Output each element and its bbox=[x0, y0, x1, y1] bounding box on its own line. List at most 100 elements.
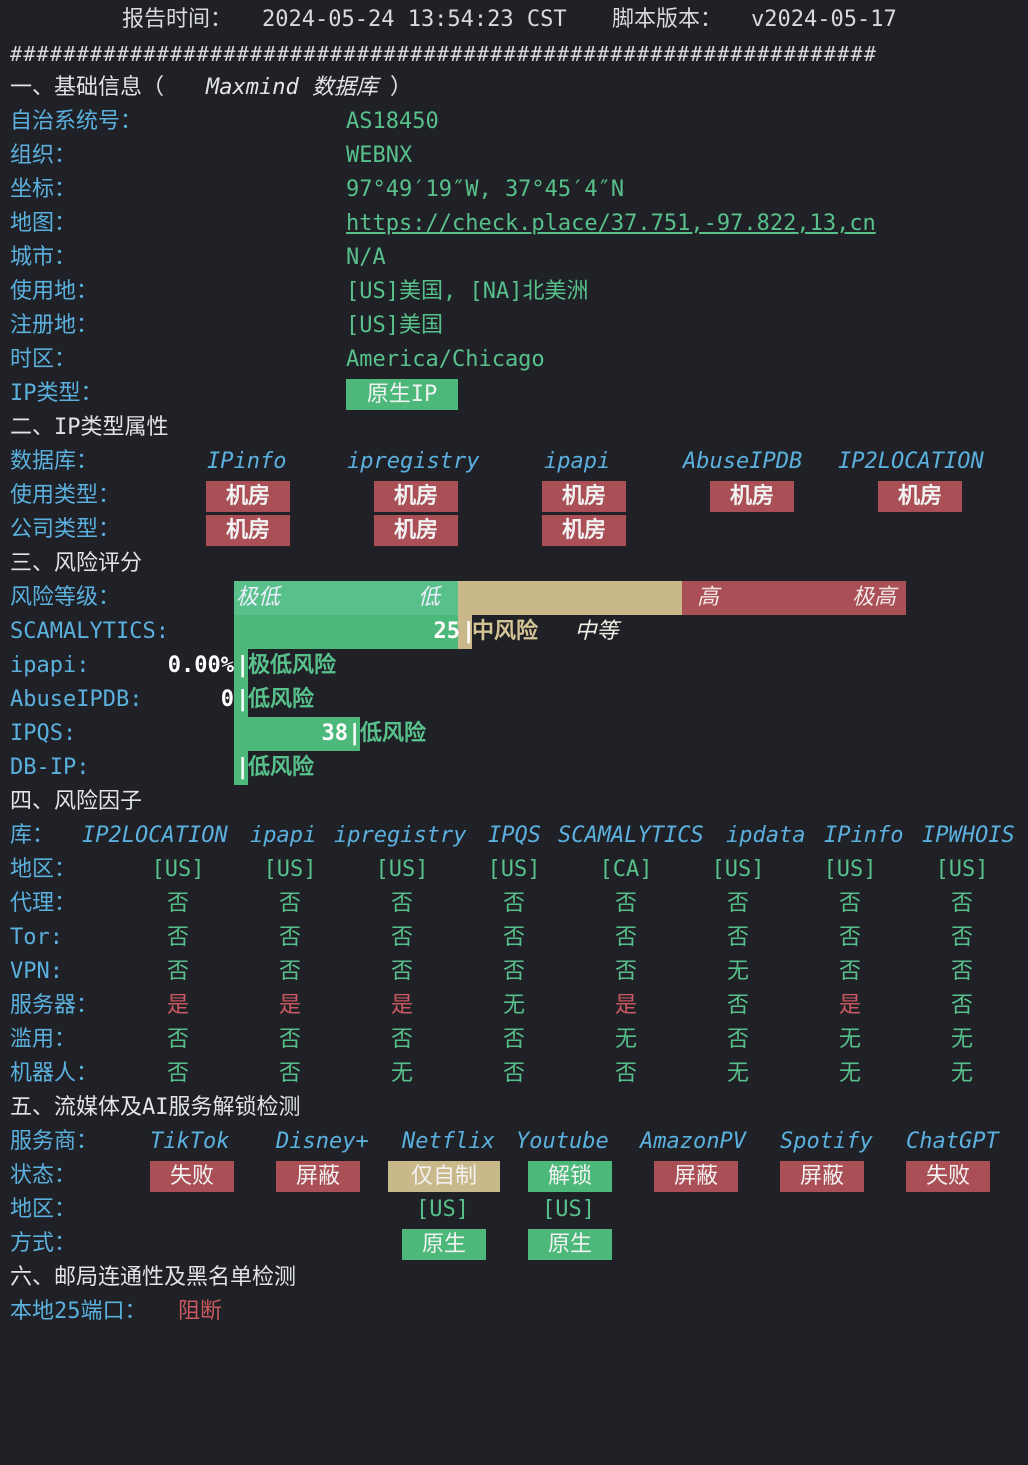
risk-level-row: 风险等级： 极低 低 中等 高 极高 bbox=[0, 581, 1028, 644]
factor-label: 滥用： bbox=[10, 1027, 77, 1052]
db-ipapi: ipapi bbox=[544, 449, 611, 474]
port25-row: 本地25端口： 阻断 bbox=[0, 1295, 1028, 1329]
section1-db-name: Maxmind 数据库 bbox=[206, 75, 378, 100]
port25-status: 阻断 bbox=[178, 1299, 223, 1324]
usage-badge: 机房 bbox=[878, 481, 962, 512]
factor-value: 否 bbox=[166, 925, 189, 950]
hash-divider: ########################################… bbox=[10, 42, 878, 66]
factor-value: [US] bbox=[151, 857, 205, 882]
factor-label: 地区： bbox=[10, 857, 77, 882]
provider-amazonpv: AmazonPV bbox=[640, 1129, 746, 1154]
factor-value: [CA] bbox=[599, 857, 653, 882]
score-value: 38 bbox=[321, 721, 349, 746]
port25-label: 本地25端口： bbox=[10, 1299, 147, 1324]
factor-value: 否 bbox=[838, 925, 861, 950]
db-ipregistry: ipregistry bbox=[347, 449, 480, 474]
status-badge-spotify: 屏蔽 bbox=[780, 1161, 864, 1192]
provider-tiktok: TikTok bbox=[150, 1129, 230, 1154]
usage-badge: 机房 bbox=[710, 481, 794, 512]
score-verdict: 中风险 bbox=[472, 619, 539, 644]
lib-name: SCAMALYTICS bbox=[558, 823, 704, 848]
info-label: IP类型： bbox=[10, 381, 103, 406]
factor-value: 否 bbox=[166, 891, 189, 916]
factor-value: 是 bbox=[838, 993, 861, 1018]
factor-value: 否 bbox=[390, 959, 413, 984]
section2-title: 二、IP类型属性 bbox=[0, 411, 1028, 445]
score-value: 0 bbox=[220, 687, 234, 712]
factor-row-proxy: 代理：否否否否否否否否 bbox=[0, 887, 1028, 921]
usage-type-row: 使用类型： 机房 机房 机房 机房 机房 bbox=[0, 479, 1028, 513]
section6-title: 六、邮局连通性及黑名单检测 bbox=[0, 1261, 1028, 1295]
factor-label: 机器人： bbox=[10, 1061, 99, 1086]
script-version: v2024-05-17 bbox=[751, 7, 897, 32]
factor-value: 否 bbox=[390, 1027, 413, 1052]
factor-value: [US] bbox=[711, 857, 765, 882]
provider-row: 服务商： TikTok Disney+ Netflix Youtube Amaz… bbox=[0, 1125, 1028, 1159]
provider-label: 服务商： bbox=[10, 1129, 99, 1154]
info-value: WEBNX bbox=[346, 143, 413, 168]
map-link[interactable]: https://check.place/37.751,-97.822,13,cn bbox=[346, 211, 876, 236]
score-bar-marker bbox=[458, 615, 472, 649]
factor-value: 否 bbox=[166, 1061, 189, 1086]
status-badge-netflix: 仅自制 bbox=[388, 1161, 500, 1192]
factor-value: [US] bbox=[263, 857, 317, 882]
info-row-asn: 自治系统号：AS18450 bbox=[0, 105, 1028, 139]
factor-value: 无 bbox=[838, 1027, 861, 1052]
section4-title-text: 四、风险因子 bbox=[10, 789, 143, 814]
usage-label: 使用类型： bbox=[10, 483, 121, 508]
status-badge-amazonpv: 屏蔽 bbox=[654, 1161, 738, 1192]
info-label: 使用地： bbox=[10, 279, 99, 304]
method-badge-netflix: 原生 bbox=[402, 1229, 486, 1260]
risk-level-label: 风险等级： bbox=[10, 585, 121, 610]
factor-value: 否 bbox=[950, 891, 973, 916]
score-row-dbip: DB-IP: | 低风险 bbox=[0, 751, 1028, 785]
lib-row: 库： IP2LOCATION ipapi ipregistry IPQS SCA… bbox=[0, 819, 1028, 853]
factor-row-region: 地区：[US][US][US][US][CA][US][US][US] bbox=[0, 853, 1028, 887]
section2-db-row: 数据库： IPinfo ipregistry ipapi AbuseIPDB I… bbox=[0, 445, 1028, 479]
info-label: 注册地： bbox=[10, 313, 99, 338]
factor-value: 否 bbox=[950, 993, 973, 1018]
info-row-coordinates: 坐标：97°49′19″W, 37°45′4″N bbox=[0, 173, 1028, 207]
score-value: 0.00% bbox=[167, 653, 234, 678]
section3-title-text: 三、风险评分 bbox=[10, 551, 143, 576]
company-badge: 机房 bbox=[206, 515, 290, 546]
company-badge: 机房 bbox=[374, 515, 458, 546]
status-badge-disney: 屏蔽 bbox=[276, 1161, 360, 1192]
factor-value: 无 bbox=[838, 1061, 861, 1086]
region-label: 地区： bbox=[10, 1197, 77, 1222]
status-badge-chatgpt: 失败 bbox=[906, 1161, 990, 1192]
score-verdict: 低风险 bbox=[360, 721, 427, 746]
info-value: AS18450 bbox=[346, 109, 439, 134]
lib-name: IPQS bbox=[488, 823, 541, 848]
report-time: 2024-05-24 13:54:23 CST bbox=[262, 7, 567, 32]
factor-row-tor: Tor:否否否否否否否否 bbox=[0, 921, 1028, 955]
factor-value: 否 bbox=[726, 891, 749, 916]
provider-spotify: Spotify bbox=[780, 1129, 873, 1154]
factor-value: 否 bbox=[278, 925, 301, 950]
report-time-label: 报告时间： bbox=[122, 7, 233, 32]
info-row-usage-location: 使用地：[US]美国, [NA]北美洲 bbox=[0, 275, 1028, 309]
score-name: ipapi: bbox=[10, 653, 90, 678]
info-row-map: 地图： https://check.place/37.751,-97.822,13… bbox=[0, 207, 1028, 241]
score-bar bbox=[234, 683, 248, 717]
lib-name: ipdata bbox=[726, 823, 806, 848]
region-netflix: [US] bbox=[416, 1197, 469, 1222]
info-value: [US]美国 bbox=[346, 313, 443, 338]
info-label: 地图： bbox=[10, 211, 77, 236]
factor-value: 否 bbox=[502, 1027, 525, 1052]
factor-value: 是 bbox=[390, 993, 413, 1018]
region-youtube: [US] bbox=[542, 1197, 595, 1222]
score-tick: | bbox=[348, 721, 362, 746]
factor-row-vpn: VPN:否否否否否无否否 bbox=[0, 955, 1028, 989]
db-ip2location: IP2LOCATION bbox=[838, 449, 984, 474]
level-medium: 中等 bbox=[574, 619, 619, 644]
factor-value: 是 bbox=[278, 993, 301, 1018]
factor-value: 无 bbox=[950, 1061, 973, 1086]
factor-value: 否 bbox=[502, 959, 525, 984]
level-very-high: 极高 bbox=[852, 585, 897, 610]
score-verdict: 低风险 bbox=[248, 687, 315, 712]
factor-value: 否 bbox=[838, 891, 861, 916]
factor-value: 否 bbox=[166, 959, 189, 984]
factor-value: 无 bbox=[390, 1061, 413, 1086]
factor-value: [US] bbox=[375, 857, 429, 882]
